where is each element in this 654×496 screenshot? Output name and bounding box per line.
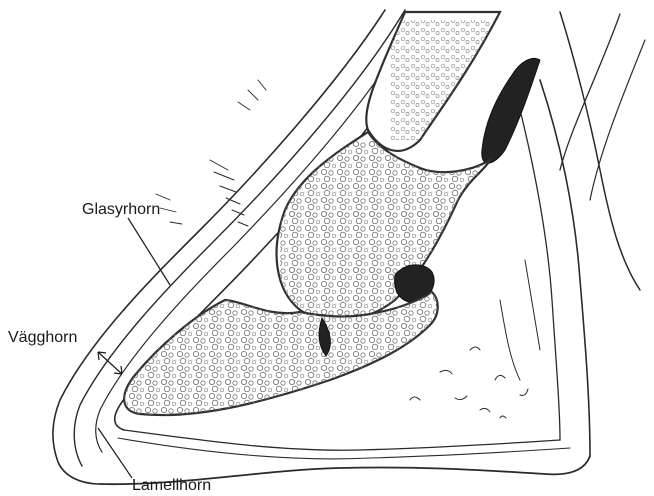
- coffin-bone-texture: [120, 290, 440, 420]
- back-tendon-line-3: [590, 40, 645, 200]
- leader-lamellhorn: [98, 428, 132, 478]
- sole-inner-1: [124, 430, 560, 450]
- back-tendon-line-1: [560, 12, 640, 290]
- leader-glasyrhorn: [128, 218, 170, 285]
- double-arrow-vagghorn: [98, 352, 122, 374]
- joint-dark-region: [482, 58, 540, 163]
- label-glasyrhorn: Glasyrhorn: [82, 202, 160, 218]
- sole-inner-2: [118, 438, 570, 459]
- short-pastern-texture: [280, 140, 480, 330]
- label-lamellhorn: Lamellhorn: [132, 478, 211, 494]
- heel-inner: [520, 110, 560, 440]
- coronary-strokes: [210, 160, 248, 226]
- pastern-bone-texture: [390, 20, 490, 140]
- back-tendon-line-2: [560, 14, 620, 170]
- label-vagghorn: Vägghorn: [8, 330, 77, 346]
- frog-strokes: [500, 260, 540, 380]
- heel-outline: [540, 80, 590, 456]
- digital-cushion-marks: [410, 347, 528, 418]
- hair-strokes-left: [156, 80, 266, 224]
